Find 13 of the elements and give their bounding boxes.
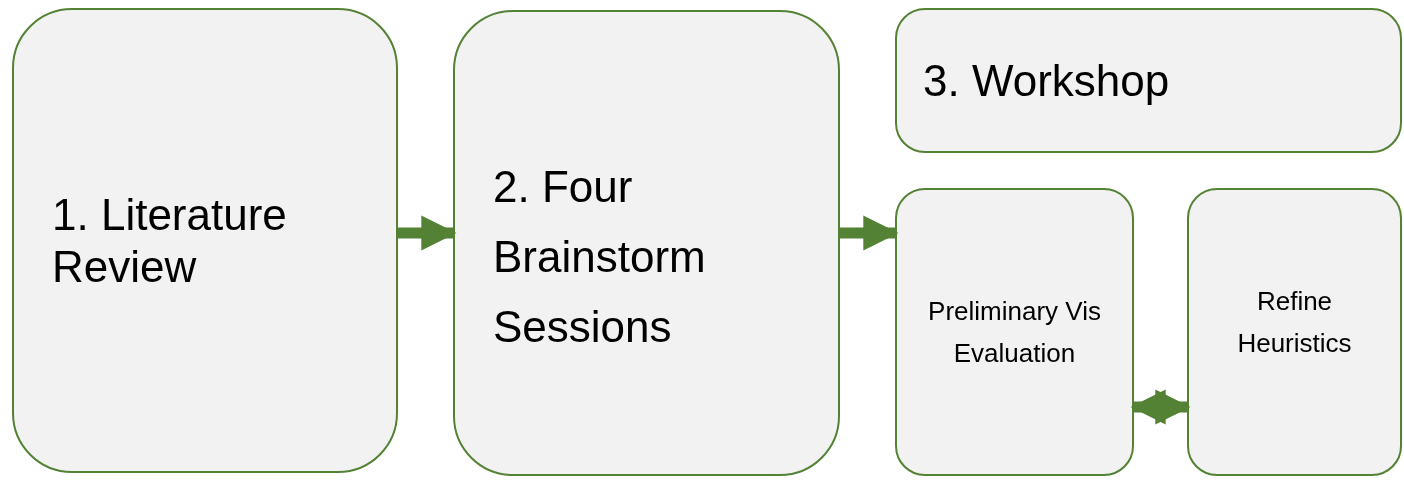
process-box [895, 8, 1402, 153]
process-box [1187, 188, 1402, 476]
process-box [12, 8, 398, 473]
process-box [895, 188, 1134, 476]
process-box [453, 10, 840, 476]
box-label: Refine Heuristics [1236, 285, 1353, 360]
box-label: Preliminary Vis Evaluation [927, 295, 1102, 370]
arrow [398, 215, 457, 251]
arrow [1130, 389, 1191, 425]
box-label: 1. Literature Review [52, 188, 288, 293]
box-label: 3. Workshop [923, 54, 1170, 107]
box-label: 2. Four Brainstorm Sessions [493, 161, 707, 353]
arrow [840, 215, 899, 251]
